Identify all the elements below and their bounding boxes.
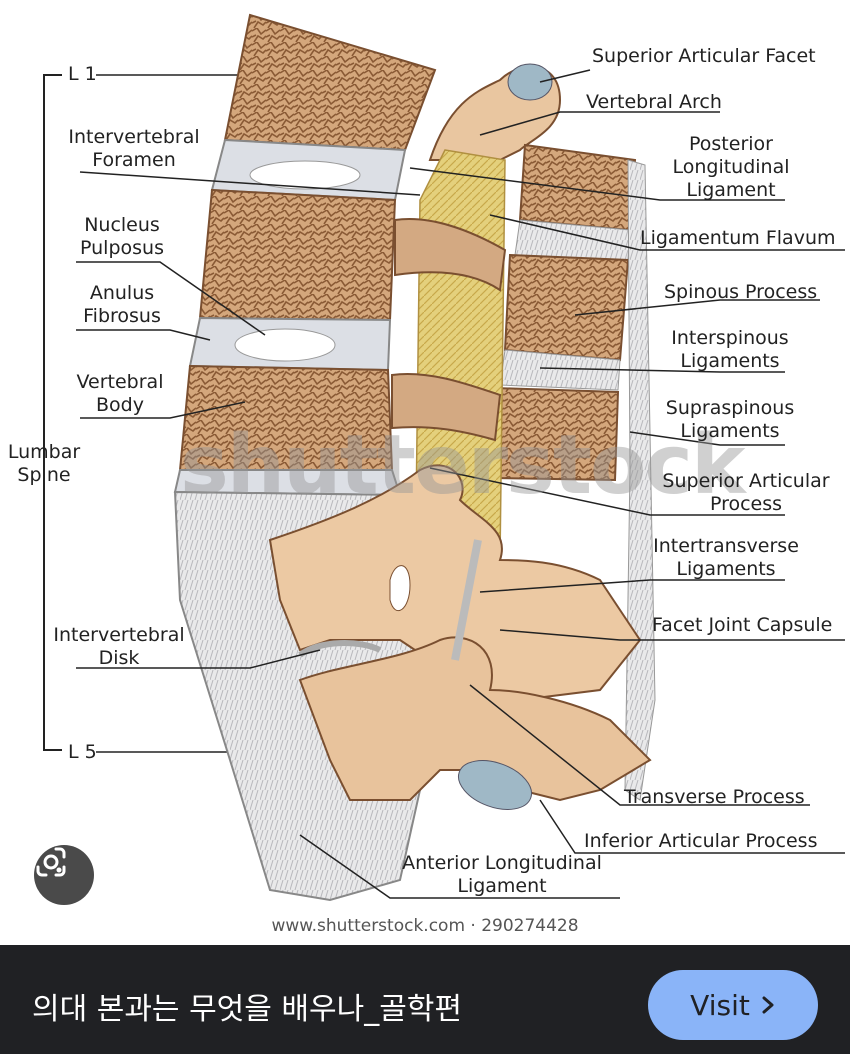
watermark: shutterstock — [180, 418, 745, 513]
anatomy-image: shutterstock L 1 Intervertebral Foramen … — [7, 13, 845, 936]
result-title[interactable]: 의대 본과는 무엇을 배우나_골학편 — [32, 992, 463, 1027]
label-interspinous-ligaments: Interspinous Ligaments — [671, 327, 789, 372]
image-credit: www.shutterstock.com · 290274428 — [271, 916, 579, 936]
label-anterior-longitudinal-ligament: Anterior Longitudinal Ligament — [402, 852, 602, 897]
label-transverse-process: Transverse Process — [624, 786, 805, 808]
label-lumbar-spine: Lumbar Spine — [7, 441, 81, 486]
label-intervertebral-disk: Intervertebral Disk — [53, 624, 185, 669]
chevron-right-icon — [762, 996, 774, 1014]
visit-button[interactable]: Visit — [648, 970, 818, 1040]
label-l5: L 5 — [68, 741, 97, 763]
label-facet-joint-capsule: Facet Joint Capsule — [652, 614, 833, 636]
label-superior-articular-process: Superior Articular Process — [662, 470, 830, 515]
label-supraspinous-ligaments: Supraspinous Ligaments — [665, 397, 795, 442]
label-inferior-articular-process: Inferior Articular Process — [584, 830, 818, 852]
label-nucleus-pulposus: Nucleus Pulposus — [80, 214, 164, 259]
label-superior-articular-facet: Superior Articular Facet — [592, 45, 816, 67]
label-posterior-longitudinal-ligament: Posterior Longitudinal Ligament — [672, 133, 790, 201]
label-intervertebral-foramen: Intervertebral Foramen — [68, 126, 200, 171]
google-lens-button[interactable] — [34, 845, 94, 905]
label-vertebral-arch: Vertebral Arch — [586, 91, 722, 113]
label-intertransverse-ligaments: Intertransverse Ligaments — [653, 535, 799, 580]
label-vertebral-body: Vertebral Body — [76, 371, 164, 416]
visit-label: Visit — [690, 988, 750, 1022]
label-spinous-process: Spinous Process — [664, 281, 818, 303]
label-l1: L 1 — [68, 63, 97, 85]
label-anulus-fibrosus: Anulus Fibrosus — [83, 282, 161, 327]
label-ligamentum-flavum: Ligamentum Flavum — [640, 227, 836, 249]
google-lens-icon — [36, 847, 66, 877]
spine-illustration — [43, 13, 845, 902]
